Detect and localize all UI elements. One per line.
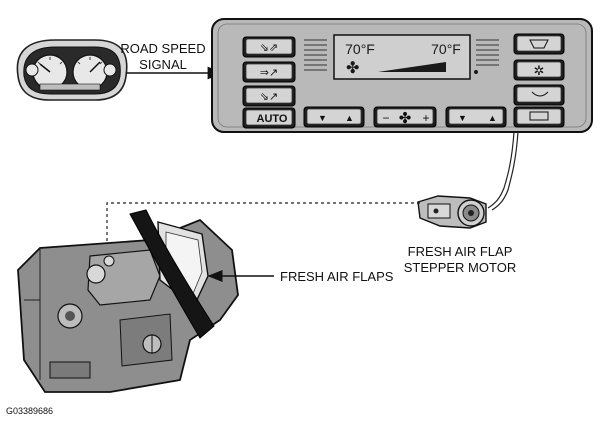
recirculation-button[interactable]: ✲ (513, 59, 565, 81)
fan-speed-rocker[interactable]: − ✤ + (373, 106, 437, 128)
right-vent-grille (476, 39, 499, 66)
svg-text:▲: ▲ (488, 113, 497, 123)
svg-text:⇘↗: ⇘↗ (260, 91, 278, 103)
right-temp-rocker[interactable]: ▼ ▲ (445, 106, 507, 128)
left-vent-grille (304, 39, 327, 71)
fresh-air-flaps-label: FRESH AIR FLAPS (280, 269, 394, 284)
heater-housing (17, 218, 239, 393)
fresh-air-flap-band (129, 209, 215, 339)
svg-text:✲: ✲ (534, 63, 545, 78)
fan-button-icon: ✤ (399, 110, 412, 127)
flap-linkage-dashed-line (106, 202, 420, 262)
svg-text:⇒↗: ⇒↗ (260, 67, 278, 79)
ac-button[interactable] (513, 84, 565, 106)
svg-text:▲: ▲ (345, 113, 354, 123)
fan-speed-bar (378, 62, 446, 72)
left-air-distribution-button-2[interactable]: ⇒↗ (242, 61, 296, 83)
fan-icon: ✤ (346, 60, 359, 77)
fresh-air-flap-stepper-motor (417, 195, 487, 229)
instrument-cluster (16, 39, 128, 101)
climate-control-panel: ⇘⇗ ⇒↗ ⇘↗ AUTO (211, 18, 593, 133)
rear-defrost-button[interactable] (513, 106, 565, 128)
stepper-motor-cable (487, 131, 519, 211)
figure-id: G03389686 (6, 406, 53, 416)
svg-text:▼: ▼ (318, 113, 327, 123)
svg-text:▼: ▼ (458, 113, 467, 123)
lcd-display: 70°F 70°F ✤ (333, 34, 478, 80)
auto-button[interactable]: AUTO (242, 107, 296, 129)
svg-text:⇘⇗: ⇘⇗ (260, 42, 278, 54)
left-air-distribution-button-3[interactable]: ⇘↗ (242, 85, 296, 107)
right-temperature: 70°F (431, 41, 461, 57)
left-temperature: 70°F (345, 41, 375, 57)
stepper-label-line2: STEPPER MOTOR (404, 260, 516, 275)
road-speed-label-line2: SIGNAL (139, 57, 187, 72)
road-speed-label-line1: ROAD SPEED (120, 41, 205, 56)
fan-minus-label: − (382, 111, 389, 125)
defrost-button[interactable] (513, 33, 565, 55)
left-air-distribution-button-1[interactable]: ⇘⇗ (242, 36, 296, 58)
fan-plus-label: + (422, 111, 429, 125)
stepper-label-line1: FRESH AIR FLAP (408, 244, 513, 259)
auto-label: AUTO (257, 113, 288, 125)
left-temp-rocker[interactable]: ▼ ▲ (303, 106, 365, 128)
